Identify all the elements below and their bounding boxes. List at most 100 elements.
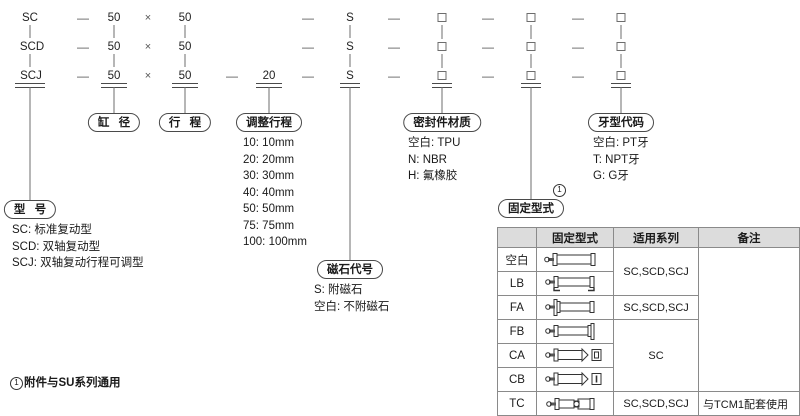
code-sep-dash: —	[572, 40, 584, 54]
legend-seal-item: H: 氟橡胶	[408, 170, 458, 182]
capsule-seal-material: 密封件材质	[403, 113, 481, 132]
code-sep-dash: —	[77, 69, 89, 83]
legend-model-item: SCD: 双轴复动型	[12, 240, 101, 253]
legend-seal-item: 空白: TPU	[408, 137, 461, 149]
cylinder-ca-icon	[545, 347, 602, 363]
table-cell-code: LB	[497, 271, 537, 296]
table-cell-icon	[535, 271, 615, 296]
code-sep-times: ×	[144, 41, 152, 53]
code-cell-magnet: S	[346, 12, 354, 24]
code-cell-mount-placeholder	[526, 71, 536, 80]
table-cell-icon	[535, 247, 615, 272]
capsule-stroke: 行 程	[158, 113, 212, 132]
code-sep-dash: —	[77, 11, 89, 25]
legend-thread-item: 空白: PT牙	[593, 137, 649, 149]
table-cell-icon	[535, 391, 615, 416]
cylinder-basic-icon	[544, 253, 596, 266]
code-sep-dash: —	[572, 11, 584, 25]
note-marker-mount: 1	[553, 184, 566, 197]
code-cell-seal-placeholder	[437, 42, 447, 51]
code-cell-model: SCD	[19, 41, 45, 53]
mount-type-table: 固定型式 适用系列 备注 空白 SC,SCD,SCJ	[497, 227, 800, 416]
legend-adjust-stroke-item: 50: 50mm	[243, 203, 295, 215]
diagram-canvas: SC — 50 × 50 — S — — — SCD — 50 × 50 — S…	[3, 11, 800, 416]
code-cell-thread-placeholder	[616, 42, 626, 51]
cylinder-fb-icon	[545, 323, 595, 340]
code-cell-magnet: S	[346, 41, 354, 53]
legend-adjust-stroke-item: 40: 40mm	[243, 186, 295, 199]
table-row: FB SC	[497, 319, 800, 392]
code-cell-seal-placeholder	[437, 71, 447, 80]
capsule-bore: 缸 径	[87, 113, 141, 132]
table-row: CB	[497, 367, 800, 392]
code-cell-stroke: 50	[178, 70, 192, 82]
code-cell-mount-placeholder	[526, 13, 536, 22]
table-cell-series: SC,SCD,SCJ	[613, 391, 700, 416]
capsule-mount-type: 固定型式	[498, 199, 564, 218]
legend-model-item: SC: 标准复动型	[12, 224, 92, 236]
code-cell-bore: 50	[107, 12, 121, 24]
table-header-mount-type: 固定型式	[535, 227, 615, 248]
table-cell-icon	[535, 295, 615, 320]
legend-model-item: SCJ: 双轴复动行程可调型	[12, 257, 144, 269]
table-cell-icon	[535, 343, 615, 368]
legend-thread-item: T: NPT牙	[593, 153, 640, 166]
code-sep-dash: —	[572, 69, 584, 83]
table-cell-code: CB	[497, 367, 537, 392]
table-cell-note: 与TCM1配套使用	[698, 391, 800, 416]
code-sep-dash: —	[77, 40, 89, 54]
table-row: CA	[497, 343, 800, 368]
code-sep-dash: —	[302, 69, 314, 83]
code-sep-times: ×	[144, 70, 152, 82]
table-cell-code: TC	[497, 391, 537, 416]
table-row: FA SC,SCD,SCJ	[497, 295, 800, 320]
table-row: TC SC,SCD,SCJ 与TCM1配套使用	[497, 391, 800, 416]
table-cell-series: SC	[613, 319, 700, 392]
capsule-thread-code: 牙型代码	[588, 113, 654, 132]
code-sep-dash: —	[388, 69, 400, 83]
legend-adjust-stroke-item: 30: 30mm	[243, 170, 295, 182]
legend-thread-item: G: G牙	[593, 170, 629, 182]
footnote-marker: 1	[10, 377, 23, 390]
code-cell-model: SCJ	[20, 70, 42, 82]
legend-magnet-item: 空白: 不附磁石	[314, 300, 390, 313]
code-sep-dash: —	[482, 40, 494, 54]
table-cell-icon	[535, 367, 615, 392]
capsule-magnet-code: 磁石代号	[317, 260, 383, 279]
code-cell-thread-placeholder	[616, 71, 626, 80]
cylinder-fa-icon	[545, 299, 595, 316]
code-cell-seal-placeholder	[437, 13, 447, 22]
capsule-model: 型 号	[3, 200, 57, 219]
code-cell-bore: 50	[107, 41, 121, 53]
table-header-row: 固定型式 适用系列 备注	[497, 227, 800, 248]
code-cell-model: SC	[22, 12, 38, 24]
table-cell-icon	[535, 319, 615, 344]
code-cell-magnet: S	[346, 70, 354, 82]
legend-magnet-item: S: 附磁石	[314, 284, 363, 296]
cylinder-cb-icon	[545, 371, 602, 387]
code-sep-dash: —	[482, 69, 494, 83]
code-cell-adj-stroke: 20	[262, 70, 276, 82]
code-sep-dash: —	[388, 11, 400, 25]
code-sep-dash: —	[302, 40, 314, 54]
cylinder-tc-icon	[546, 397, 595, 410]
legend-adjust-stroke-item: 75: 75mm	[243, 219, 295, 232]
table-cell-series: SC,SCD,SCJ	[613, 295, 700, 320]
legend-adjust-stroke-item: 20: 20mm	[243, 153, 295, 166]
legend-adjust-stroke: 10: 10mm 20: 20mm 30: 30mm 40: 40mm 50: …	[243, 135, 307, 251]
legend-model: SC: 标准复动型 SCD: 双轴复动型 SCJ: 双轴复动行程可调型	[12, 222, 144, 272]
legend-adjust-stroke-item: 100: 100mm	[243, 236, 307, 248]
legend-adjust-stroke-item: 10: 10mm	[243, 137, 295, 149]
code-sep-dash: —	[226, 69, 238, 83]
code-cell-stroke: 50	[178, 12, 192, 24]
table-header-note: 备注	[698, 227, 800, 248]
code-sep-dash: —	[302, 11, 314, 25]
code-cell-thread-placeholder	[616, 13, 626, 22]
code-sep-dash: —	[482, 11, 494, 25]
table-cell-code: CA	[497, 343, 537, 368]
capsule-adjust-stroke: 调整行程	[236, 113, 302, 132]
footnote-text: 附件与SU系列通用	[24, 377, 121, 389]
table-cell-code: FA	[497, 295, 537, 320]
legend-seal-item: N: NBR	[408, 153, 447, 166]
